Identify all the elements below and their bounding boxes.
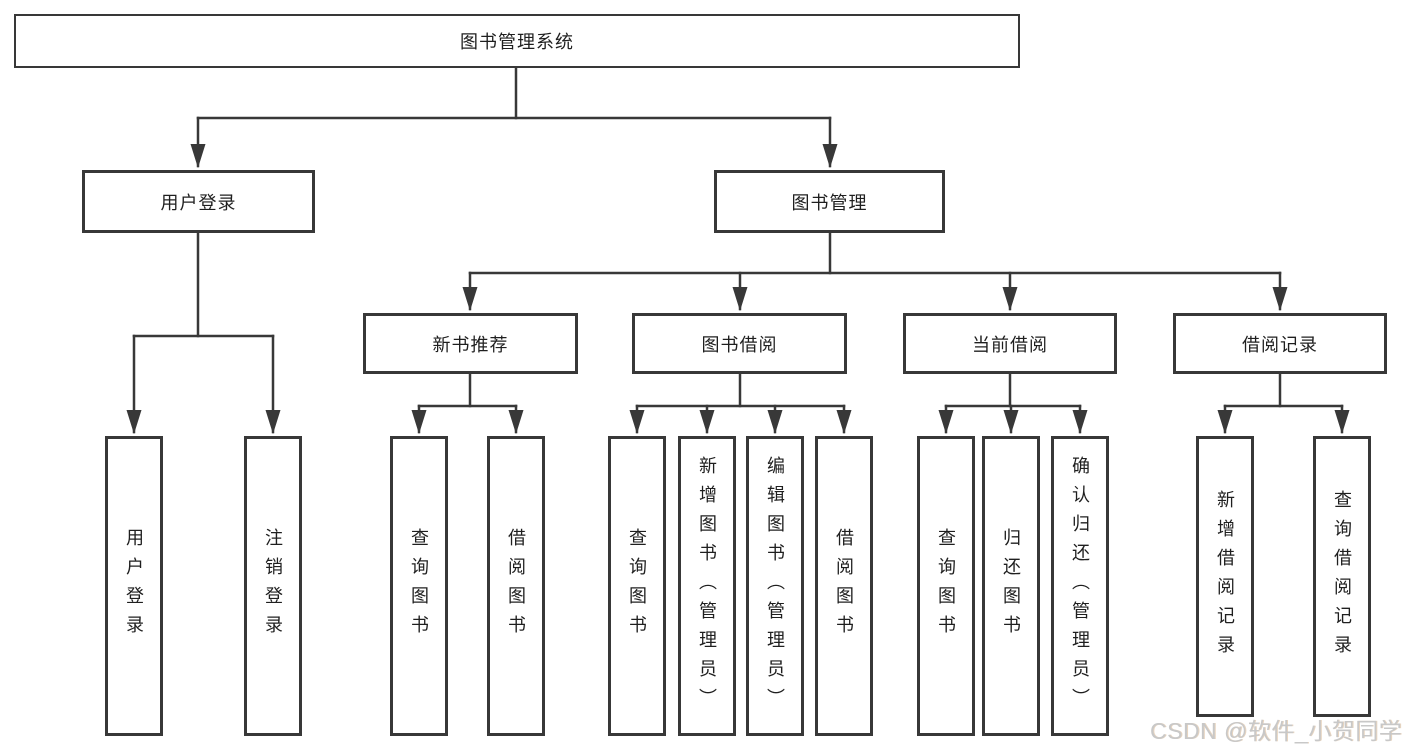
csdn-watermark: CSDN @软件_小贺同学: [1150, 712, 1402, 746]
connector-borrow-children: [629, 372, 852, 434]
leaf-borrow-borrow-books: 借阅图书: [815, 436, 873, 736]
leaf-borrow-query-books-label: 查询图书: [627, 528, 647, 644]
node-current-borrow: 当前借阅: [903, 313, 1117, 374]
leaf-current-query-books: 查询图书: [917, 436, 975, 736]
connector-user-login-children: [126, 230, 281, 434]
node-user-login-label: 用户登录: [160, 192, 237, 213]
node-book-mgmt-label: 图书管理: [791, 192, 868, 213]
leaf-borrow-edit-books-admin-label: 编辑图书（管理员）: [765, 455, 785, 717]
node-new-book-rec-label: 新书推荐: [432, 334, 509, 355]
leaf-records-query-record-label: 查询借阅记录: [1332, 489, 1352, 664]
leaf-logout-login-label: 注销登录: [263, 528, 283, 644]
connector-current-children: [938, 372, 1088, 434]
node-current-borrow-label: 当前借阅: [972, 334, 1048, 355]
leaf-newrec-query-books: 查询图书: [390, 436, 448, 736]
node-root: 图书管理系统: [14, 14, 1020, 68]
node-user-login: 用户登录: [82, 170, 315, 233]
leaf-logout-login: 注销登录: [244, 436, 302, 736]
connector-new-book-children: [411, 372, 524, 434]
leaf-borrow-add-books-admin: 新增图书（管理员）: [678, 436, 736, 736]
leaf-current-query-books-label: 查询图书: [936, 528, 956, 644]
leaf-user-login-label: 用户登录: [124, 528, 144, 644]
leaf-newrec-query-books-label: 查询图书: [409, 528, 429, 644]
node-new-book-rec: 新书推荐: [363, 313, 578, 374]
leaf-user-login: 用户登录: [105, 436, 163, 736]
node-book-borrow: 图书借阅: [632, 313, 847, 374]
leaf-current-return-books: 归还图书: [982, 436, 1040, 736]
connector-records-children: [1217, 372, 1350, 434]
node-borrow-records: 借阅记录: [1173, 313, 1387, 374]
connector-book-mgmt-to-sections: [462, 230, 1288, 311]
leaf-borrow-query-books: 查询图书: [608, 436, 666, 736]
leaf-borrow-add-books-admin-label: 新增图书（管理员）: [697, 455, 717, 717]
leaf-records-query-record: 查询借阅记录: [1313, 436, 1371, 717]
node-borrow-records-label: 借阅记录: [1242, 334, 1318, 355]
leaf-current-confirm-return-admin: 确认归还（管理员）: [1051, 436, 1109, 736]
leaf-current-return-books-label: 归还图书: [1001, 528, 1021, 644]
node-book-mgmt: 图书管理: [714, 170, 945, 233]
csdn-watermark-text: CSDN @软件_小贺同学: [1150, 718, 1403, 744]
leaf-records-add-record: 新增借阅记录: [1196, 436, 1254, 717]
leaf-current-confirm-return-admin-label: 确认归还（管理员）: [1070, 455, 1090, 717]
node-root-label: 图书管理系统: [460, 32, 574, 52]
leaf-borrow-borrow-books-label: 借阅图书: [834, 528, 854, 644]
leaf-newrec-borrow-books: 借阅图书: [487, 436, 545, 736]
leaf-records-add-record-label: 新增借阅记录: [1215, 489, 1235, 664]
node-book-borrow-label: 图书借阅: [701, 334, 778, 355]
connector-root-to-level2: [190, 65, 838, 168]
leaf-borrow-edit-books-admin: 编辑图书（管理员）: [746, 436, 804, 736]
leaf-newrec-borrow-books-label: 借阅图书: [506, 528, 526, 644]
